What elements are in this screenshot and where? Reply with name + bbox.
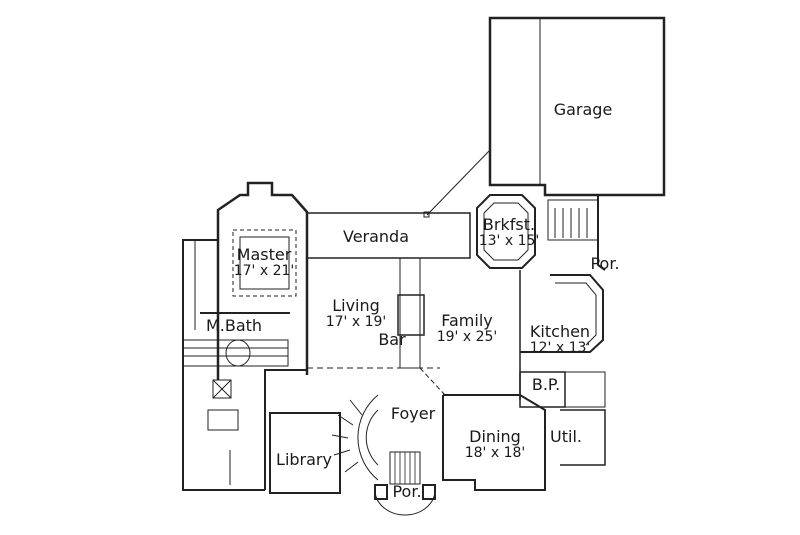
room-name: Family <box>441 311 493 330</box>
room-name: Bar <box>378 330 406 349</box>
room-name: Living <box>332 296 380 315</box>
room-library: Library <box>276 450 332 469</box>
room-garage: Garage <box>553 100 613 119</box>
room-name: Util. <box>550 427 582 446</box>
room-dims: 18' x 18' <box>464 444 526 461</box>
room-mbath: M.Bath <box>205 316 263 335</box>
room-name: Master <box>236 245 292 264</box>
room-dims: 12' x 13' <box>529 339 591 356</box>
room-living: Living 17' x 19' <box>325 296 387 330</box>
room-bp: B.P. <box>531 375 561 394</box>
room-veranda: Veranda <box>342 227 410 246</box>
room-dining: Dining 18' x 18' <box>464 427 526 461</box>
room-brkfst: Brkfst. 13' x 15' <box>478 215 540 249</box>
room-name: Kitchen <box>529 322 591 341</box>
room-dims: 13' x 15' <box>478 232 540 249</box>
room-name: Dining <box>469 427 521 446</box>
room-util: Util. <box>550 427 582 446</box>
room-name: Brkfst. <box>482 215 536 234</box>
room-name: M.Bath <box>205 316 263 335</box>
room-master: Master 17' x 21' <box>233 245 295 279</box>
room-name: Veranda <box>342 227 410 246</box>
room-kitchen: Kitchen 12' x 13' <box>529 322 591 356</box>
room-name: B.P. <box>531 375 561 394</box>
room-por-front: Por. <box>392 482 422 501</box>
room-family: Family 19' x 25' <box>436 311 498 345</box>
room-foyer: Foyer <box>390 404 436 423</box>
room-name: Por. <box>392 482 422 501</box>
room-dims: 17' x 21' <box>233 262 295 279</box>
room-name: Garage <box>553 100 613 119</box>
room-por-rear: Por. <box>590 254 620 273</box>
room-dims: 19' x 25' <box>436 328 498 345</box>
room-name: Por. <box>590 254 620 273</box>
room-name: Foyer <box>390 404 436 423</box>
room-dims: 17' x 19' <box>325 313 387 330</box>
room-name: Library <box>276 450 332 469</box>
room-bar: Bar <box>378 330 406 349</box>
